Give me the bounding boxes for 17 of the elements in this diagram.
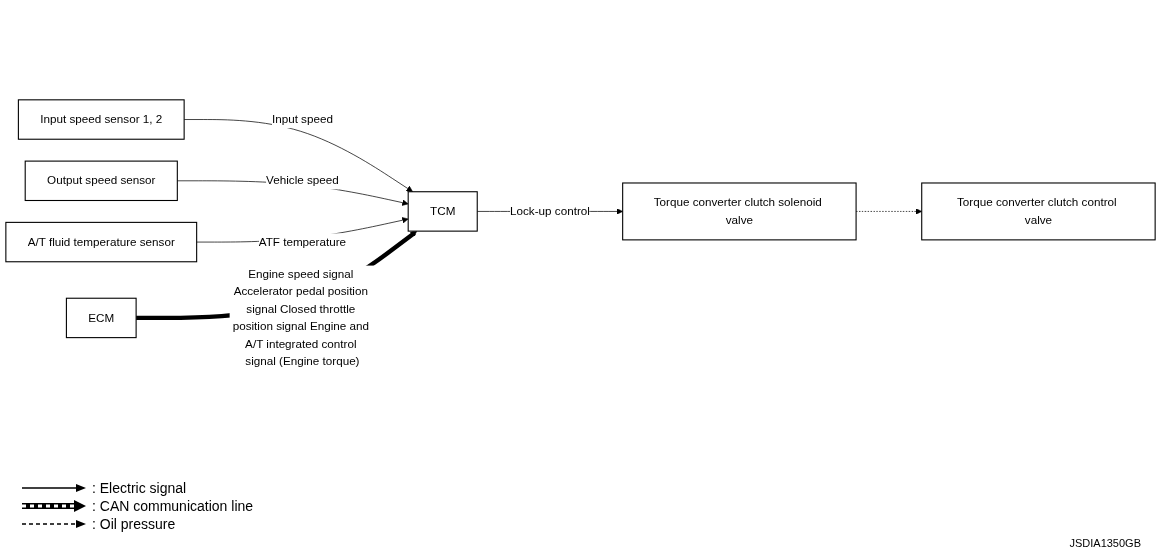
node-box: Torque converter clutch control valve [921, 182, 1156, 241]
node-box: TCM [407, 191, 478, 232]
edge-label: Vehicle speed [266, 174, 339, 187]
edge-label: Lock-up control [510, 204, 590, 218]
node-box: Output speed sensor [24, 160, 178, 201]
edge-label: Engine speed signal Accelerator pedal position signal Closed throttle position signal Engine and A/T integrated control signal (Engine torque) [232, 267, 369, 368]
figure-code: JSDIA1350GB [1069, 537, 1141, 549]
arrow [136, 230, 418, 320]
edge-label: ATF temperature [258, 235, 347, 248]
legend-text: : Electric signal [92, 480, 187, 496]
legend-text: : CAN communication line [92, 498, 254, 514]
node-box: Input speed sensor 1, 2 [17, 99, 185, 140]
edge-label: Input speed [271, 112, 333, 126]
legend-text: : Oil pressure [92, 516, 176, 532]
node-box: Torque converter clutch solenoid valve [622, 182, 857, 241]
node-box: A/T fluid temperature sensor [5, 221, 198, 263]
node-box: ECM [65, 297, 137, 339]
